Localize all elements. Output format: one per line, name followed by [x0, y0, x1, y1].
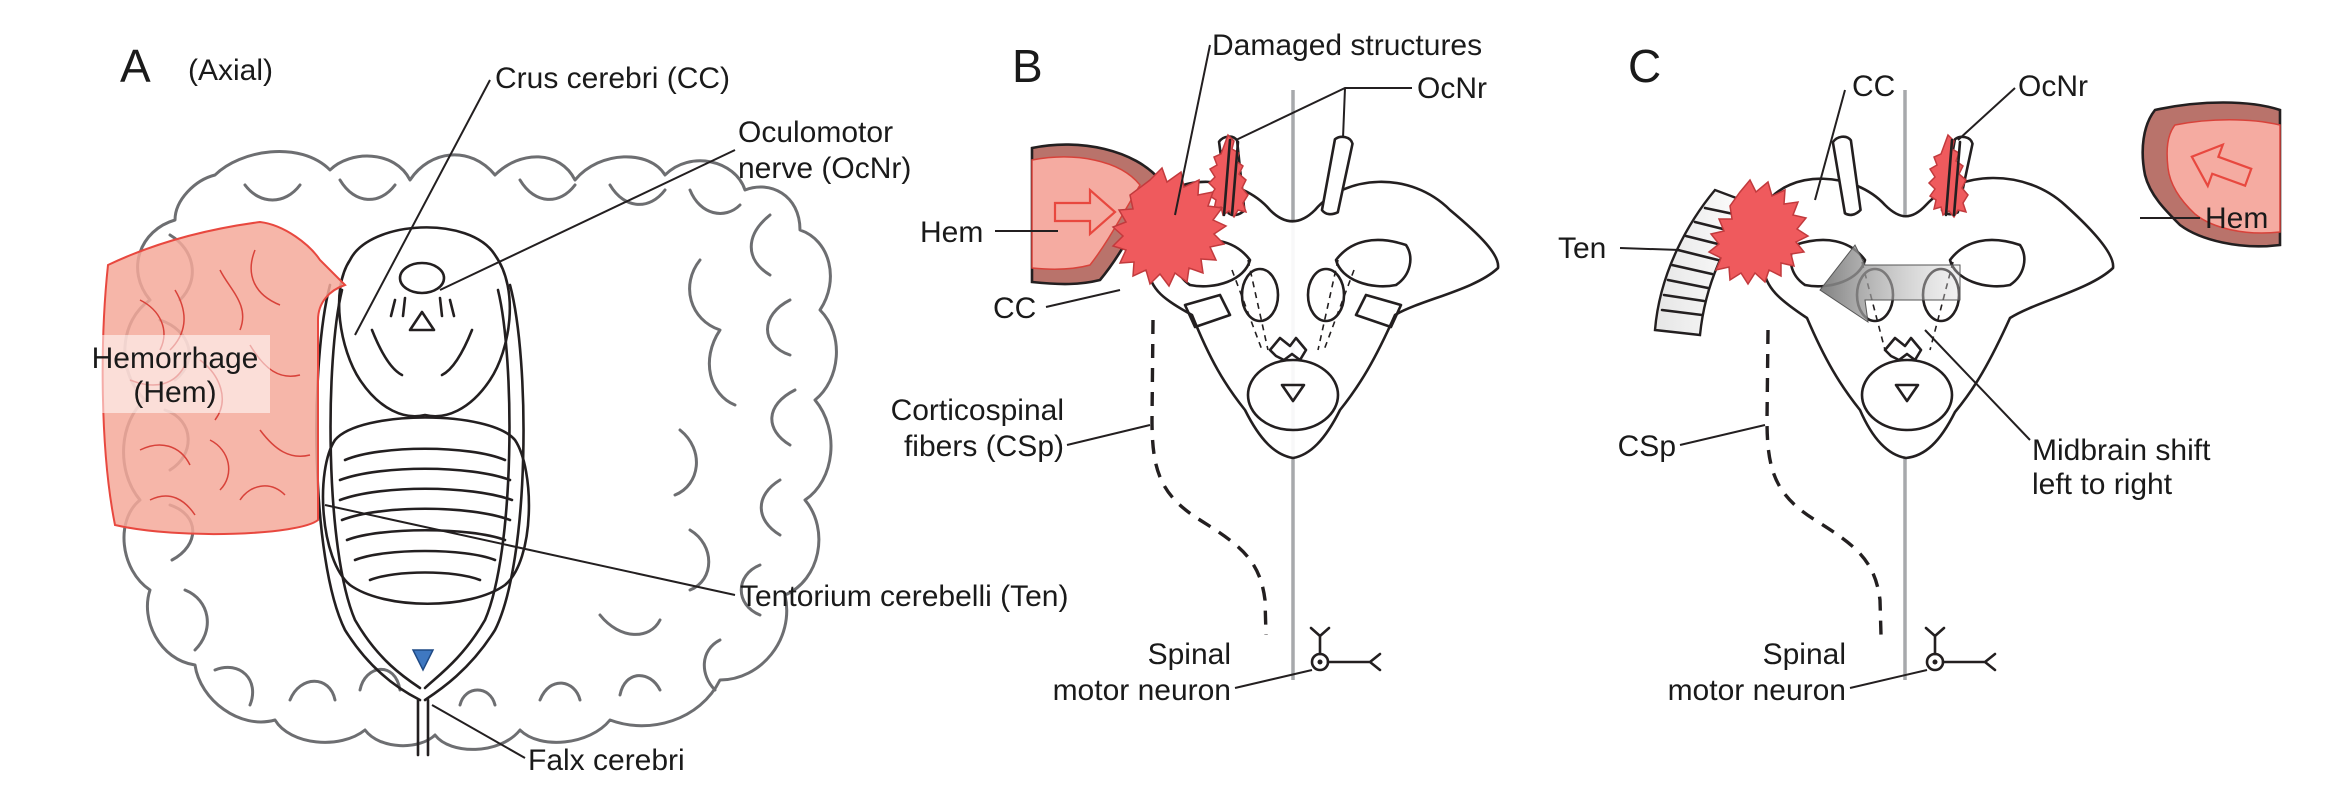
b-leader-damaged [1174, 44, 1211, 216]
label-b-spinal-line1: Spinal [1148, 638, 1231, 671]
b-ocnr-lines [1222, 138, 1240, 217]
a-leader-falx [431, 704, 526, 759]
c-leader-ten [1619, 247, 1681, 251]
label-falx: Falx cerebri [528, 744, 685, 777]
label-b-csp-line2: fibers (CSp) [904, 430, 1064, 463]
label-c-shift-line1: Midbrain shift [2032, 434, 2211, 467]
panel-a: A (Axial) Crus cerebri (CC) Oculomotor n… [80, 40, 1068, 777]
label-c-ocnr: OcNr [2018, 70, 2088, 103]
label-c-csp: CSp [1618, 430, 1676, 463]
b-tectum [1246, 358, 1340, 432]
b-leader-spinal [1234, 669, 1313, 689]
b-peduncle-right [1334, 238, 1412, 288]
label-c-cc: CC [1852, 70, 1895, 103]
a-ventricle [411, 649, 435, 672]
a-cerebellum [321, 416, 531, 606]
b-hem-arrow [1053, 187, 1117, 237]
c-leader-ocnr [1957, 87, 2016, 141]
panel-a-subtitle: (Axial) [188, 54, 273, 87]
panel-letter-a: A [120, 40, 151, 92]
a-peduncles [370, 328, 474, 377]
c-ocnr-lines [1944, 138, 1962, 217]
b-neuron-nucleus [1317, 659, 1323, 665]
label-hemorrhage-line2: (Hem) [133, 376, 216, 409]
b-leader-ocnr [1235, 87, 1412, 141]
label-b-hem: Hem [920, 216, 983, 249]
a-hem-label-bg [80, 335, 270, 413]
label-crus-cerebri: Crus cerebri (CC) [495, 62, 730, 95]
label-tentorium: Tentorium cerebelli (Ten) [740, 580, 1068, 613]
c-peduncle-right [1948, 238, 2026, 288]
b-neuron-processes [1309, 626, 1382, 672]
label-b-csp-line1: Corticospinal [891, 394, 1064, 427]
b-oculomotor-nuclei [1268, 336, 1308, 362]
panel-letter-b: B [1012, 40, 1043, 92]
b-leader-cc [1045, 289, 1121, 308]
label-c-shift-line2: left to right [2032, 468, 2173, 501]
label-b-cc: CC [993, 292, 1036, 325]
c-leader-shift [1924, 329, 2031, 441]
c-aqueduct [1894, 383, 1920, 403]
gyri-lines-top [243, 178, 742, 215]
c-midbrain [1759, 176, 2115, 460]
b-cc-damage [1111, 166, 1228, 288]
label-oculomotor-line2: nerve (OcNr) [738, 152, 911, 185]
panel-letter-c: C [1628, 40, 1661, 92]
label-c-spinal-line2: motor neuron [1668, 674, 1846, 707]
b-leader-csp [1066, 424, 1151, 446]
label-c-spinal-line1: Spinal [1763, 638, 1846, 671]
c-leader-csp [1679, 424, 1766, 446]
b-substantia [1183, 293, 1403, 329]
c-cc-damage [1707, 178, 1810, 286]
label-b-ocnr: OcNr [1417, 72, 1487, 105]
c-csp-fibers [1765, 329, 1883, 636]
a-cerebellum-folia [338, 447, 514, 582]
b-internal-tracts [1231, 259, 1355, 351]
c-hem-core [2166, 119, 2281, 234]
c-oculomotor-nuclei [1883, 336, 1923, 362]
c-ocnr-left [1831, 135, 1862, 217]
a-tentorium-right-inner [423, 288, 511, 690]
panel-b: B Damaged structures OcNr Hem CC Cortico… [891, 29, 1500, 707]
c-neuron-nucleus [1932, 659, 1938, 665]
b-ocnr-right [1320, 135, 1354, 216]
gyri-lines-right [458, 213, 797, 707]
b-csp-fibers [1150, 319, 1268, 636]
c-hem-arrow [2190, 142, 2253, 189]
label-hemorrhage-line1: Hemorrhage [92, 342, 259, 375]
label-c-hem: Hem [2205, 202, 2268, 235]
a-leader-tentorium [324, 504, 736, 596]
b-aqueduct [1280, 383, 1306, 403]
a-tentorium-left [315, 283, 422, 702]
label-oculomotor-line1: Oculomotor [738, 116, 893, 149]
a-leader-crus [354, 79, 491, 336]
c-leader-cc [1814, 89, 1846, 201]
gyri-inner [598, 258, 737, 636]
a-aqueduct-top [398, 261, 446, 295]
a-aqueduct [408, 310, 436, 332]
label-c-ten: Ten [1558, 232, 1606, 265]
c-neuron-processes [1924, 626, 1997, 672]
a-tentorium-left-inner [329, 288, 422, 690]
a-nerve-roots [389, 296, 456, 318]
c-tectum [1860, 358, 1954, 432]
a-tentorium-right [423, 283, 525, 702]
label-b-spinal-line2: motor neuron [1053, 674, 1231, 707]
c-shift-arrow [1819, 244, 1961, 324]
label-damaged-structures: Damaged structures [1212, 29, 1482, 62]
c-tentorium-striations [1660, 206, 1745, 317]
a-falx-cerebri [416, 698, 430, 757]
c-leader-spinal [1849, 669, 1928, 689]
a-midbrain [337, 226, 512, 418]
a-leader-ocnr [439, 149, 736, 291]
panel-c: C CC OcNr Hem Ten CSp Midbrain shift lef… [1558, 40, 2282, 707]
